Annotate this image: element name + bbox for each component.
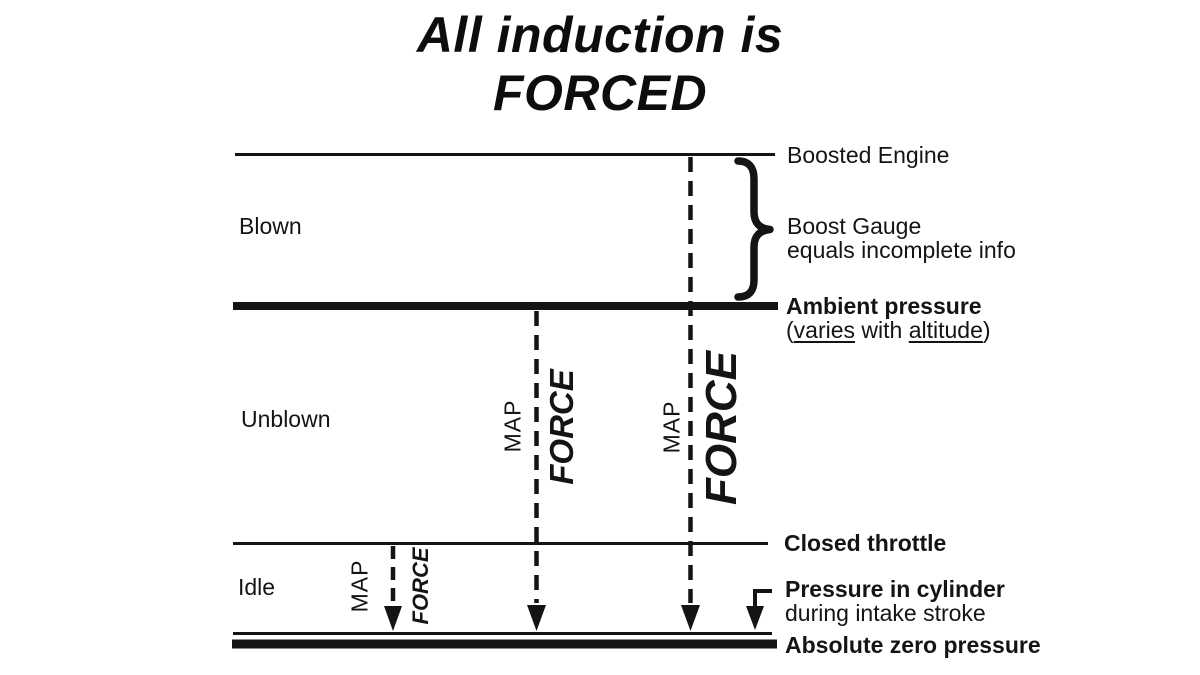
cylinder-pressure-arrow-elbow: [753, 589, 772, 606]
label-boosted-engine: Boosted Engine: [787, 142, 950, 168]
boost-gauge-brace: [734, 157, 774, 301]
map-label-idle: MAP: [346, 559, 373, 613]
map-label-boost: MAP: [658, 400, 685, 454]
force-label-idle: FORCE: [408, 547, 433, 625]
page-title-line1: All induction is: [416, 7, 784, 63]
map-label-unblown: MAP: [499, 399, 526, 453]
label-ambient-pressure-line2: (varies with altitude): [786, 318, 991, 342]
ambient-underlined-varies: varies: [793, 317, 856, 343]
label-cylinder-pressure: Pressure in cylinder during intake strok…: [785, 577, 1005, 625]
map-force-arrow-idle-head: [384, 606, 402, 631]
region-label-idle: Idle: [238, 574, 276, 600]
label-absolute-zero: Absolute zero pressure: [785, 632, 1041, 658]
map-force-arrow-idle: [384, 546, 402, 631]
page-title-line2: FORCED: [492, 65, 708, 121]
map-force-arrow-unblown-head: [527, 605, 546, 631]
label-cylinder-pressure-line2: during intake stroke: [785, 600, 986, 626]
map-force-arrow-boost: [681, 157, 700, 631]
label-ambient-pressure: Ambient pressure (varies with altitude): [786, 294, 991, 342]
ambient-suffix: ): [982, 317, 991, 343]
force-label-boost: FORCE: [697, 351, 746, 505]
map-force-arrow-boost-head: [681, 605, 700, 631]
ambient-underlined-altitude: altitude: [908, 317, 983, 343]
region-label-blown: Blown: [239, 213, 302, 239]
label-boost-gauge: Boost Gauge equals incomplete info: [787, 214, 1016, 262]
cylinder-pressure-arrow: [746, 589, 772, 630]
label-cylinder-pressure-line1: Pressure in cylinder: [785, 576, 1005, 602]
label-boost-gauge-line1: Boost Gauge: [787, 213, 922, 239]
ambient-prefix: (: [786, 317, 794, 343]
map-force-arrow-unblown: [527, 311, 546, 631]
label-boost-gauge-line2: equals incomplete info: [787, 237, 1016, 263]
ambient-mid: with: [855, 317, 909, 343]
cylinder-pressure-arrow-head: [746, 606, 764, 630]
label-closed-throttle: Closed throttle: [784, 530, 947, 556]
label-ambient-pressure-line1: Ambient pressure: [786, 293, 982, 319]
page-title: All induction is FORCED: [0, 6, 1200, 122]
region-label-unblown: Unblown: [241, 406, 331, 432]
force-label-unblown: FORCE: [543, 369, 580, 485]
